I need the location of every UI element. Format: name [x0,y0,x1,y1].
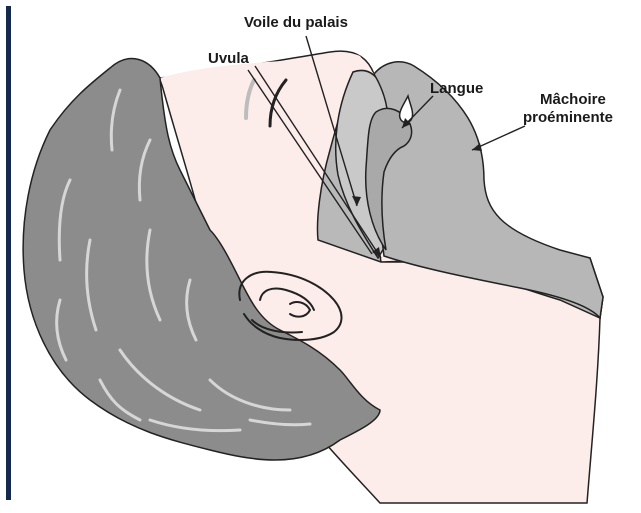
label-machoire: Mâchoire [540,91,606,108]
label-uvula: Uvula [208,50,250,67]
label-proeminente: proéminente [523,109,613,126]
label-voile-du-palais: Voile du palais [244,14,348,31]
accent-bar [6,6,11,500]
label-langue: Langue [430,80,483,97]
